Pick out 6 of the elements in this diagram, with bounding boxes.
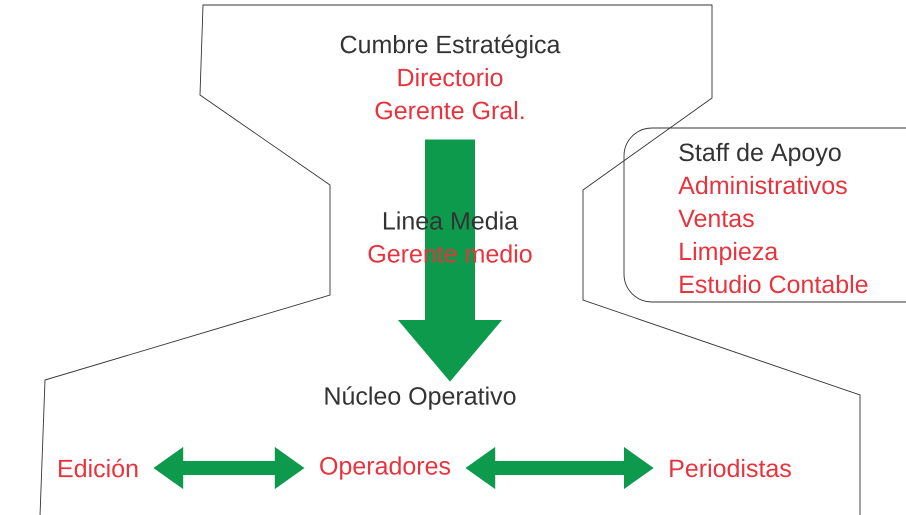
operating-core-label: Núcleo Operativo: [325, 386, 516, 410]
apex-label: Cumbre Estratégica Directorio Gerente Gral.: [340, 34, 560, 120]
support-staff-box: Staff de Apoyo Administrativos Ventas Limpieza Estudio Contable: [624, 128, 906, 302]
node-label: Operadores: [320, 456, 450, 480]
node-label: Periodistas: [670, 458, 791, 478]
node-label: Edición: [59, 458, 138, 478]
